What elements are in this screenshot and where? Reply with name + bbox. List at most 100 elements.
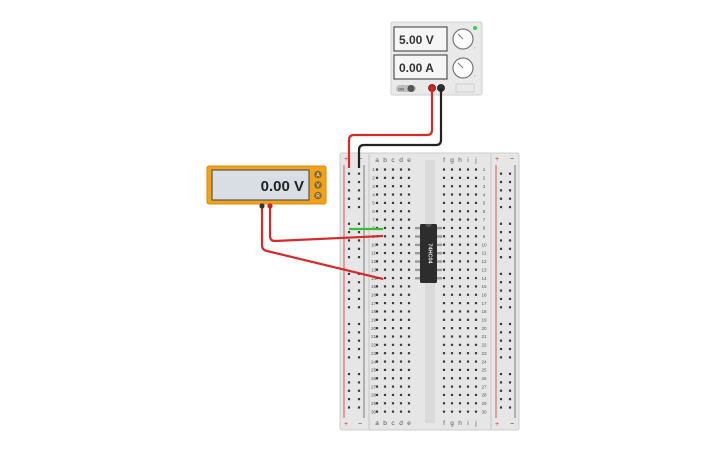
probe-terminal-com[interactable] <box>259 203 265 209</box>
breadboard-hole[interactable] <box>450 360 454 363</box>
breadboard-hole[interactable] <box>450 218 454 221</box>
rail-hole[interactable] <box>357 231 361 234</box>
rail-hole[interactable] <box>357 339 361 342</box>
breadboard-hole[interactable] <box>458 226 462 230</box>
breadboard-hole[interactable] <box>375 168 379 171</box>
breadboard-hole[interactable] <box>399 377 403 380</box>
breadboard-hole[interactable] <box>442 377 446 380</box>
breadboard-hole[interactable] <box>450 168 454 171</box>
breadboard-hole[interactable] <box>458 168 462 171</box>
breadboard-hole[interactable] <box>466 393 470 397</box>
breadboard-hole[interactable] <box>458 368 462 371</box>
breadboard-hole[interactable] <box>391 402 395 405</box>
breadboard-hole[interactable] <box>399 360 403 363</box>
breadboard-hole[interactable] <box>399 276 403 280</box>
breadboard-hole[interactable] <box>474 393 478 397</box>
rail-hole[interactable] <box>357 331 361 334</box>
breadboard-hole[interactable] <box>391 235 395 238</box>
rail-hole[interactable] <box>347 256 351 259</box>
breadboard-hole[interactable] <box>450 377 454 380</box>
rail-hole[interactable] <box>508 247 512 250</box>
breadboard-hole[interactable] <box>399 201 403 204</box>
breadboard-hole[interactable] <box>466 185 470 188</box>
breadboard-hole[interactable] <box>391 176 395 179</box>
breadboard-hole[interactable] <box>399 168 403 171</box>
breadboard-hole[interactable] <box>442 243 446 246</box>
breadboard-hole[interactable] <box>458 352 462 355</box>
breadboard-hole[interactable] <box>450 352 454 355</box>
breadboard-hole[interactable] <box>450 193 454 196</box>
breadboard-hole[interactable] <box>383 210 387 213</box>
breadboard-hole[interactable] <box>474 377 478 380</box>
breadboard-hole[interactable] <box>375 193 379 196</box>
breadboard-hole[interactable] <box>399 402 403 405</box>
breadboard-hole[interactable] <box>383 185 387 188</box>
rail-hole[interactable] <box>508 281 512 284</box>
rail-hole[interactable] <box>357 322 361 326</box>
breadboard-hole[interactable] <box>391 226 395 230</box>
breadboard-hole[interactable] <box>407 185 411 188</box>
breadboard-hole[interactable] <box>391 393 395 397</box>
breadboard-hole[interactable] <box>399 210 403 213</box>
breadboard-hole[interactable] <box>407 193 411 196</box>
rail-hole[interactable] <box>347 356 351 359</box>
breadboard-hole[interactable] <box>407 343 411 346</box>
rail-hole[interactable] <box>357 389 361 392</box>
breadboard-hole[interactable] <box>399 243 403 246</box>
breadboard-hole[interactable] <box>442 226 446 230</box>
breadboard-hole[interactable] <box>474 226 478 230</box>
rail-hole[interactable] <box>499 331 503 334</box>
breadboard-hole[interactable] <box>466 293 470 296</box>
breadboard-hole[interactable] <box>466 251 470 255</box>
breadboard-hole[interactable] <box>474 193 478 196</box>
rail-hole[interactable] <box>347 331 351 334</box>
breadboard-hole[interactable] <box>474 276 478 280</box>
rail-hole[interactable] <box>508 339 512 342</box>
breadboard-hole[interactable] <box>383 368 387 371</box>
breadboard-hole[interactable] <box>383 327 387 330</box>
rail-hole[interactable] <box>347 339 351 342</box>
breadboard-hole[interactable] <box>458 410 462 413</box>
breadboard-hole[interactable] <box>383 168 387 171</box>
breadboard-hole[interactable] <box>474 343 478 346</box>
breadboard-hole[interactable] <box>407 393 411 397</box>
breadboard-hole[interactable] <box>399 185 403 188</box>
breadboard-hole[interactable] <box>391 410 395 413</box>
breadboard-hole[interactable] <box>458 377 462 380</box>
breadboard-hole[interactable] <box>407 260 411 263</box>
breadboard-hole[interactable] <box>458 327 462 330</box>
breadboard-hole[interactable] <box>375 402 379 405</box>
breadboard-hole[interactable] <box>399 310 403 313</box>
rail-hole[interactable] <box>499 189 503 192</box>
breadboard-hole[interactable] <box>466 343 470 346</box>
rail-hole[interactable] <box>499 239 503 242</box>
breadboard-hole[interactable] <box>474 285 478 288</box>
breadboard-hole[interactable] <box>407 377 411 380</box>
breadboard-hole[interactable] <box>474 235 478 238</box>
breadboard-hole[interactable] <box>442 402 446 405</box>
breadboard-hole[interactable] <box>383 352 387 355</box>
rail-hole[interactable] <box>508 322 512 326</box>
breadboard-hole[interactable] <box>375 176 379 179</box>
rail-hole[interactable] <box>499 347 503 351</box>
rail-hole[interactable] <box>499 406 503 409</box>
rail-hole[interactable] <box>508 297 512 301</box>
breadboard-hole[interactable] <box>458 176 462 179</box>
breadboard-hole[interactable] <box>399 352 403 355</box>
breadboard-hole[interactable] <box>407 335 411 338</box>
rail-hole[interactable] <box>347 398 351 401</box>
rail-hole[interactable] <box>508 256 512 259</box>
breadboard-hole[interactable] <box>458 343 462 346</box>
breadboard-hole[interactable] <box>450 327 454 330</box>
breadboard-hole[interactable] <box>466 410 470 413</box>
breadboard-hole[interactable] <box>466 193 470 196</box>
breadboard-hole[interactable] <box>458 210 462 213</box>
breadboard-hole[interactable] <box>474 368 478 371</box>
breadboard-hole[interactable] <box>442 218 446 221</box>
breadboard-hole[interactable] <box>442 302 446 305</box>
rail-hole[interactable] <box>347 180 351 184</box>
breadboard-hole[interactable] <box>399 226 403 230</box>
breadboard-hole[interactable] <box>383 410 387 413</box>
breadboard-hole[interactable] <box>375 368 379 371</box>
breadboard-hole[interactable] <box>375 302 379 305</box>
